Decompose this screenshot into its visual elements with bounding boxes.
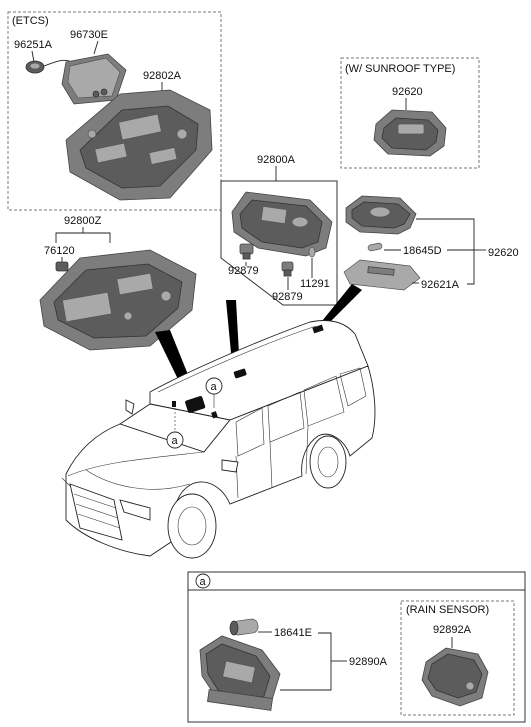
label-18641E: 18641E bbox=[274, 627, 312, 639]
etcs-group-box bbox=[7, 11, 222, 211]
label-92800Z: 92800Z bbox=[64, 215, 102, 227]
vehicle-illustration bbox=[61, 320, 376, 559]
roof-mark-small-2 bbox=[211, 411, 218, 419]
lamp-housing-92620 bbox=[345, 195, 417, 235]
label-92620: 92620 bbox=[488, 247, 519, 259]
lamp-92800A bbox=[231, 191, 333, 257]
rain-sensor-group-box bbox=[400, 600, 515, 716]
sensor-96251A bbox=[25, 59, 73, 74]
bulb-11291 bbox=[308, 246, 316, 258]
sunroof-type-label: (W/ SUNROOF TYPE) bbox=[345, 63, 455, 75]
label-92879-b: 92879 bbox=[272, 291, 303, 303]
roof-mark-small-1 bbox=[172, 401, 176, 407]
detail-a-marker-text: a bbox=[200, 576, 207, 588]
label-76120: 76120 bbox=[44, 245, 75, 257]
roof-mark-rear bbox=[312, 324, 324, 334]
sensor-cover-92892A bbox=[421, 647, 489, 707]
part-76120 bbox=[55, 261, 69, 272]
roof-mark-lamp bbox=[233, 368, 247, 379]
label-92621A: 92621A bbox=[421, 279, 460, 291]
label-92800A: 92800A bbox=[257, 154, 296, 166]
clip-92879-b bbox=[281, 261, 294, 277]
label-96730E: 96730E bbox=[70, 29, 108, 41]
lamp-92620-sunroof bbox=[373, 109, 447, 157]
detail-a-marker bbox=[195, 573, 211, 589]
label-92620-sunroof: 92620 bbox=[392, 86, 423, 98]
bulb-18641E bbox=[229, 618, 259, 636]
clip-92879-a bbox=[239, 243, 254, 260]
pointer-lamp-92620 bbox=[318, 284, 362, 330]
label-92890A: 92890A bbox=[349, 656, 388, 668]
lamp-92890A bbox=[199, 635, 281, 711]
module-96730E bbox=[61, 53, 127, 105]
rain-sensor-label: (RAIN SENSOR) bbox=[406, 604, 489, 616]
label-18645D: 18645D bbox=[403, 245, 442, 257]
roof-mark-console bbox=[185, 396, 206, 413]
label-92802A: 92802A bbox=[143, 70, 182, 82]
group-92800A-box bbox=[220, 180, 338, 306]
sunroof-group-box bbox=[340, 57, 480, 169]
callout-a-2-text: a bbox=[172, 435, 179, 447]
bulb-18645D bbox=[367, 242, 383, 252]
etcs-label: (ETCS) bbox=[12, 15, 49, 27]
label-92879-a: 92879 bbox=[228, 265, 259, 277]
console-92802A bbox=[65, 89, 213, 201]
label-96251A: 96251A bbox=[14, 39, 53, 51]
label-11291: 11291 bbox=[300, 278, 330, 290]
console-92800Z bbox=[39, 249, 197, 351]
callout-a-1 bbox=[205, 377, 223, 395]
detail-a-box bbox=[187, 571, 526, 723]
lens-92621A bbox=[343, 259, 421, 291]
label-92892A: 92892A bbox=[433, 624, 472, 636]
callout-a-2 bbox=[166, 431, 184, 449]
callout-a-1-text: a bbox=[211, 381, 218, 393]
